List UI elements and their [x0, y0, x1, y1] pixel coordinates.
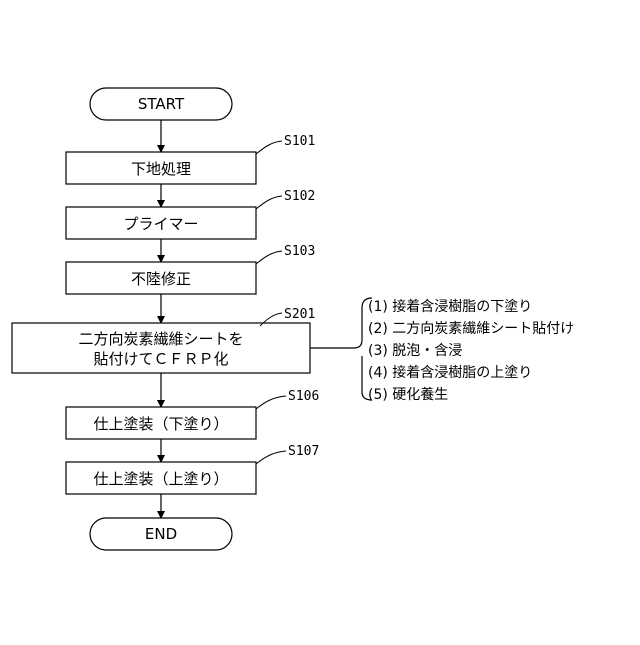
process-text-s106: 仕上塗装（下塗り） — [93, 415, 228, 433]
leader-s102 — [256, 196, 282, 209]
step-label-s102: S102 — [284, 189, 315, 204]
process-text-s101: 下地処理 — [131, 160, 191, 178]
process-text-s102: プライマー — [123, 215, 198, 233]
start-label: START — [138, 95, 185, 113]
substep-item-3: (3) 脱泡・含浸 — [368, 343, 462, 359]
substeps-brace — [310, 298, 372, 400]
step-label-s107: S107 — [288, 444, 319, 459]
process-text-s201-line2: 貼付けてＣＦＲＰ化 — [93, 350, 228, 368]
step-label-s106: S106 — [288, 389, 319, 404]
step-label-s101: S101 — [284, 134, 315, 149]
end-label: END — [145, 525, 177, 543]
step-label-s201: S201 — [284, 307, 315, 322]
process-text-s201-line1: 二方向炭素繊維シートを — [78, 330, 243, 348]
leader-s101 — [256, 141, 282, 154]
substep-item-4: (4) 接着含浸樹脂の上塗り — [368, 364, 532, 381]
substep-item-2: (2) 二方向炭素繊維シート貼付け — [368, 321, 574, 337]
leader-s107 — [256, 451, 286, 464]
process-text-s107: 仕上塗装（上塗り） — [93, 470, 228, 488]
process-text-s103: 不陸修正 — [131, 270, 191, 288]
leader-s106 — [256, 396, 286, 409]
substep-item-5: (5) 硬化養生 — [368, 386, 448, 403]
step-label-s103: S103 — [284, 244, 315, 259]
substep-item-1: (1) 接着含浸樹脂の下塗り — [368, 298, 532, 315]
leader-s103 — [256, 251, 282, 264]
